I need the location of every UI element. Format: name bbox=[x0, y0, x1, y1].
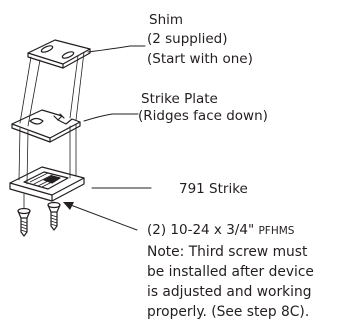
note-line-3: is adjusted and working bbox=[147, 284, 312, 300]
note-line-2: be installed after device bbox=[147, 264, 314, 280]
shim-qty-label: (2 supplied) bbox=[147, 31, 228, 47]
arrowhead bbox=[63, 202, 74, 210]
leader-lines bbox=[67, 45, 152, 231]
shim-label: Shim bbox=[149, 12, 184, 28]
strike-plate-part bbox=[11, 109, 81, 143]
note-line-4: properly. (See step 8C). bbox=[147, 304, 310, 320]
screw-type: PFHMS bbox=[258, 225, 295, 237]
791-strike-label: 791 Strike bbox=[179, 181, 248, 197]
shim-part bbox=[27, 39, 91, 69]
strike-plate-note: (Ridges face down) bbox=[138, 108, 268, 124]
screw-left bbox=[17, 193, 31, 237]
strike-plate-label: Strike Plate bbox=[141, 91, 218, 107]
screw-spec-label: (2) 10-24 x 3/4" PFHMS bbox=[147, 222, 294, 240]
screw-right bbox=[47, 201, 61, 231]
note-line-1: Note: Third screw must bbox=[147, 244, 308, 260]
installation-note: Note: Third screw must be installed afte… bbox=[147, 242, 339, 322]
791-strike-part bbox=[9, 166, 85, 202]
shim-start-label: (Start with one) bbox=[147, 51, 253, 67]
screw-qty-size: (2) 10-24 x 3/4" bbox=[147, 222, 255, 238]
alignment-lines bbox=[18, 51, 85, 185]
